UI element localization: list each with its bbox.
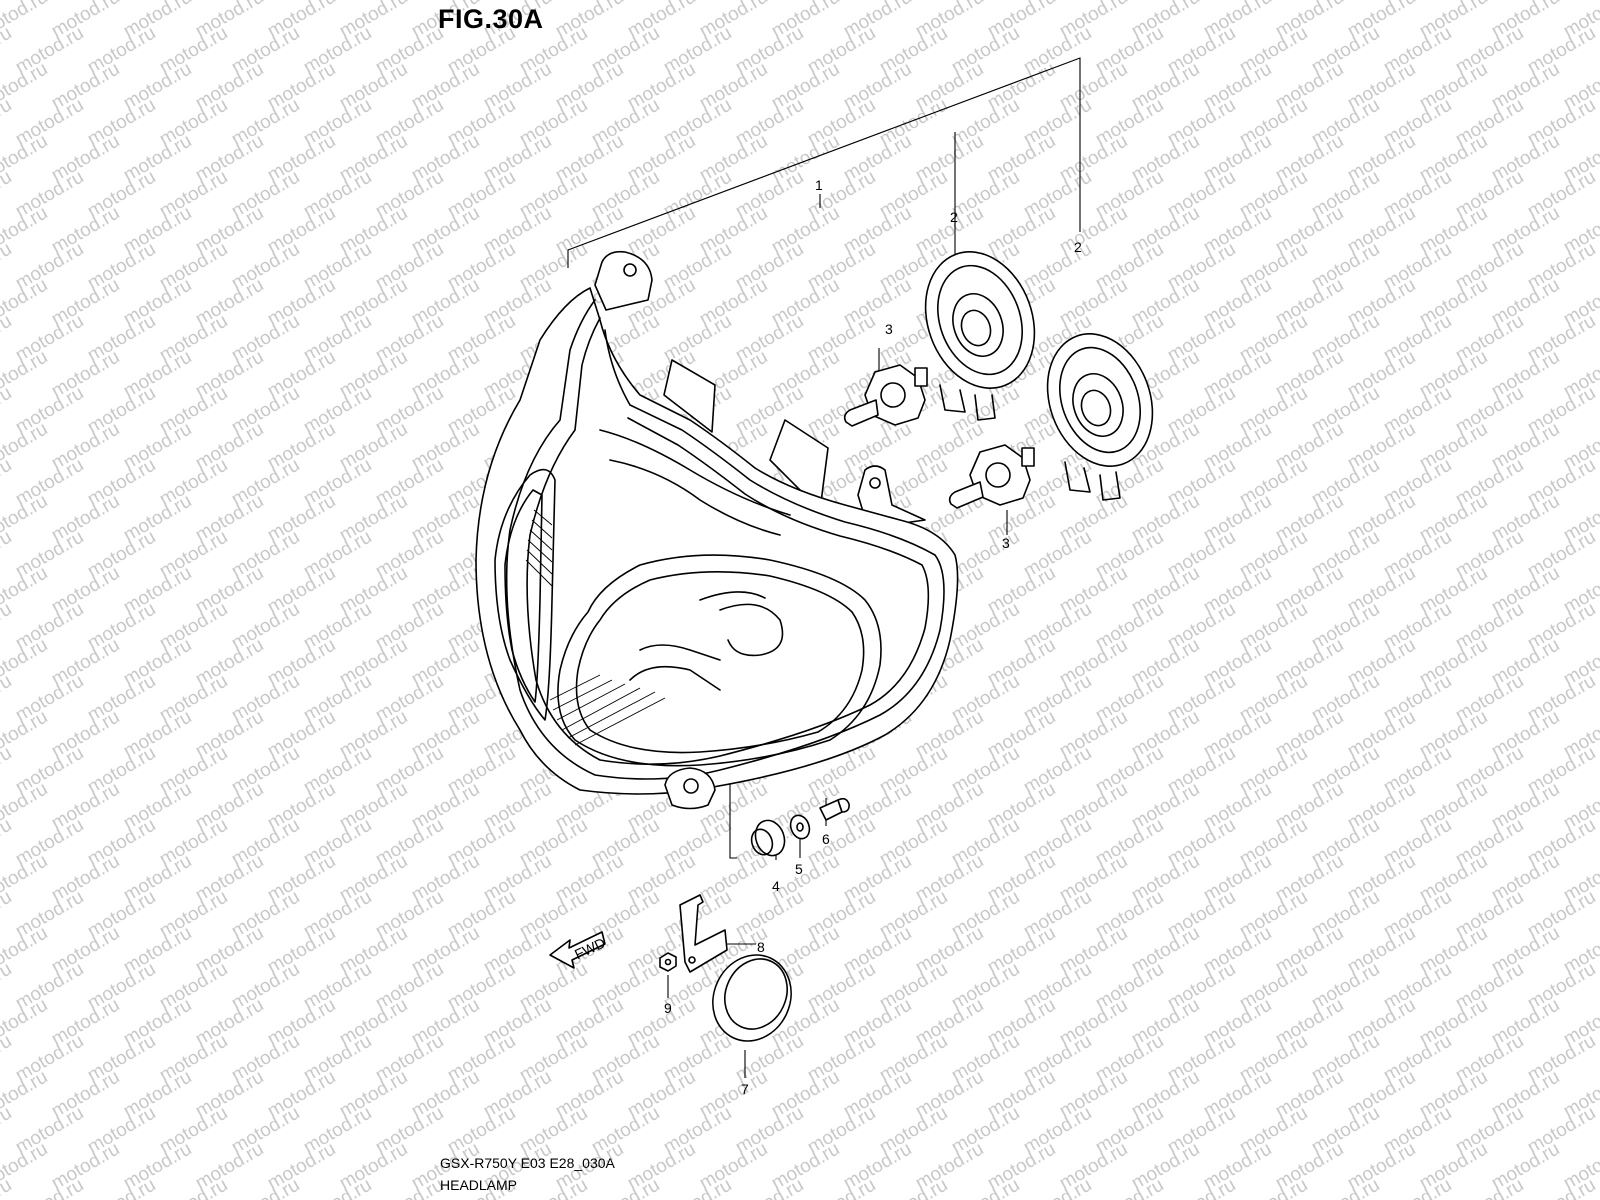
fwd-label: FWD [572, 934, 608, 962]
callout-6: 6 [822, 831, 830, 847]
screw [819, 797, 850, 821]
callout-5: 5 [795, 861, 803, 877]
callout-2b: 2 [1074, 239, 1082, 255]
grommet [750, 819, 786, 857]
callout-3b: 3 [1002, 535, 1010, 551]
bulb-2 [948, 444, 1035, 509]
headlamp-housing [475, 250, 959, 810]
bulb-1 [843, 364, 928, 427]
callout-4: 4 [772, 878, 780, 894]
callout-1: 1 [815, 177, 823, 193]
callout-labels: 1 2 2 3 3 4 5 6 7 8 9 [664, 177, 1082, 1097]
leader-lines [567, 57, 1081, 1078]
callout-9: 9 [664, 1000, 672, 1016]
callout-3a: 3 [885, 321, 893, 337]
callout-2a: 2 [950, 209, 958, 225]
callout-7: 7 [741, 1081, 749, 1097]
figure-code: GSX-R750Y E03 E28_030A [440, 1155, 615, 1171]
callout-8: 8 [757, 939, 765, 955]
reflector [712, 954, 792, 1042]
bracket [679, 894, 728, 973]
fwd-arrow-icon: FWD [549, 931, 608, 969]
socket-cover-1 [924, 251, 1036, 421]
washer [789, 814, 811, 840]
figure-name: HEADLAMP [440, 1177, 518, 1193]
figure-title: FIG.30A [438, 4, 544, 34]
nut [659, 952, 677, 972]
socket-cover-2 [1046, 333, 1154, 501]
